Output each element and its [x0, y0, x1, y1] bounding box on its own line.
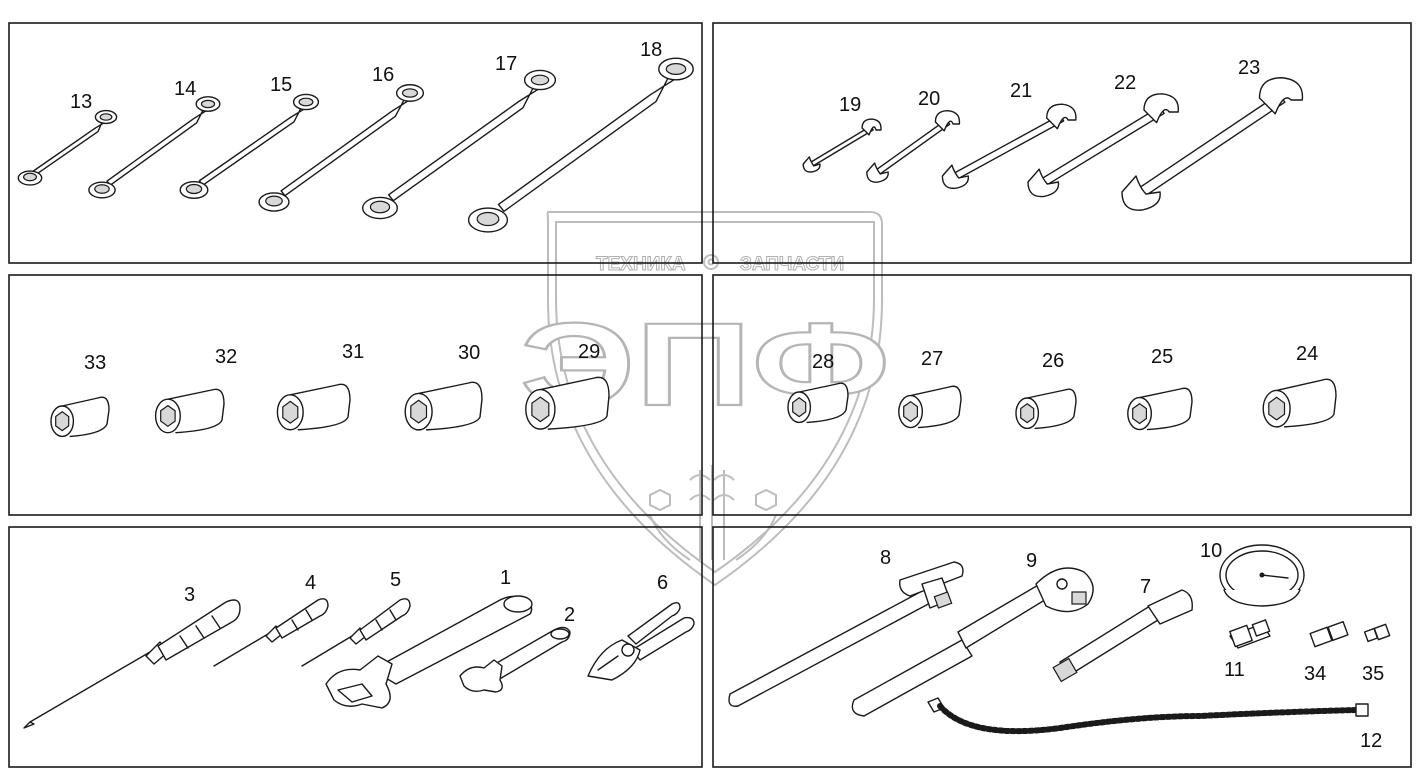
callout-6: 6	[657, 572, 668, 594]
open-wrench-group	[802, 77, 1304, 211]
socket-7	[898, 385, 962, 429]
panel-hand-tools	[8, 526, 703, 768]
callout-24: 24	[1296, 343, 1318, 365]
ring-wrench-2	[88, 96, 221, 199]
gear-icon	[703, 254, 719, 270]
panel-drive-tools	[712, 526, 1412, 768]
callout-32: 32	[215, 346, 237, 368]
open-wrench-4	[1027, 93, 1180, 198]
panel-sockets-left	[8, 274, 703, 516]
callout-17: 17	[495, 53, 517, 75]
ring-wrench-4	[258, 84, 425, 212]
callout-23: 23	[1238, 57, 1260, 79]
flexible-hose	[927, 697, 1369, 735]
callout-15: 15	[270, 74, 292, 96]
socket-9	[1127, 387, 1193, 431]
fitting-35	[1363, 623, 1391, 643]
socket-6	[787, 382, 849, 424]
callout-18: 18	[640, 39, 662, 61]
ring-wrench-3	[179, 93, 320, 199]
ring-wrench-6	[467, 57, 694, 233]
watermark-shield	[546, 211, 883, 587]
wheat-icon	[649, 465, 777, 561]
callout-13: 13	[70, 91, 92, 113]
callout-11: 11	[1224, 659, 1245, 681]
ring-wrench-1	[17, 109, 118, 186]
callout-16: 16	[372, 64, 394, 86]
open-wrench-1	[802, 118, 882, 173]
ring-wrench-5	[362, 69, 557, 220]
watermark-left-text: ТЕХНИКА	[596, 254, 686, 275]
drive-tool-group	[728, 544, 1391, 735]
socket-10	[1262, 378, 1337, 428]
panel-sockets-right	[712, 274, 1412, 516]
callout-10: 10	[1200, 540, 1222, 562]
adjustable-wrench-large	[325, 595, 533, 709]
screwdriver-small-2	[301, 598, 411, 667]
callout-5: 5	[390, 569, 401, 591]
panel-open-wrenches	[712, 22, 1412, 264]
callout-12: 12	[1360, 730, 1382, 752]
callout-14: 14	[174, 78, 196, 100]
socket-2	[154, 388, 225, 434]
callout-8: 8	[880, 547, 891, 569]
ring-wrench-group	[17, 57, 694, 233]
callout-28: 28	[812, 351, 834, 373]
screwdriver-long	[23, 599, 241, 729]
callout-20: 20	[918, 88, 940, 110]
callout-33: 33	[84, 352, 106, 374]
socket-group	[50, 376, 1337, 438]
adjustable-wrench-small	[459, 626, 571, 693]
callout-3: 3	[184, 584, 195, 606]
open-wrench-2	[866, 109, 961, 183]
open-wrench-3	[941, 103, 1077, 190]
open-wrench-5	[1121, 77, 1304, 211]
callout-29: 29	[578, 341, 600, 363]
fitting-11	[1229, 619, 1271, 649]
callout-22: 22	[1114, 72, 1136, 94]
screwdriver-small-1	[213, 598, 329, 667]
socket-5	[525, 376, 610, 430]
callout-35: 35	[1362, 663, 1384, 685]
t-bar-handle	[728, 561, 964, 707]
callout-labels: 13 14 15 16 17 18 19 20 21 22 23 33 32 3…	[70, 39, 1384, 752]
watermark-logo-text: ЭПФ	[520, 299, 890, 431]
callout-25: 25	[1151, 346, 1173, 368]
callout-30: 30	[458, 342, 480, 364]
pliers	[587, 601, 695, 681]
callout-31: 31	[342, 341, 364, 363]
callout-26: 26	[1042, 350, 1064, 372]
callout-21: 21	[1010, 80, 1032, 102]
ratchet-handle	[851, 567, 1094, 717]
fitting-34	[1309, 620, 1349, 648]
socket-1	[50, 396, 110, 438]
callout-7: 7	[1140, 576, 1151, 598]
socket-8	[1015, 388, 1077, 430]
hand-tool-group	[23, 595, 695, 729]
watermark-right-text: ЗАПЧАСТИ	[740, 254, 844, 275]
extension-bar	[1052, 589, 1193, 683]
callout-27: 27	[921, 348, 943, 370]
pressure-gauge	[1219, 544, 1305, 607]
callout-9: 9	[1026, 550, 1037, 572]
callout-34: 34	[1304, 663, 1326, 685]
socket-4	[404, 381, 483, 431]
socket-3	[276, 383, 351, 431]
callout-19: 19	[839, 94, 861, 116]
watermark: ТЕХНИКА ЗАПЧАСТИ ЭПФ	[519, 211, 891, 587]
panel-ring-wrenches	[8, 22, 703, 264]
callout-1: 1	[500, 567, 511, 589]
callout-4: 4	[305, 572, 316, 594]
callout-2: 2	[564, 604, 575, 626]
